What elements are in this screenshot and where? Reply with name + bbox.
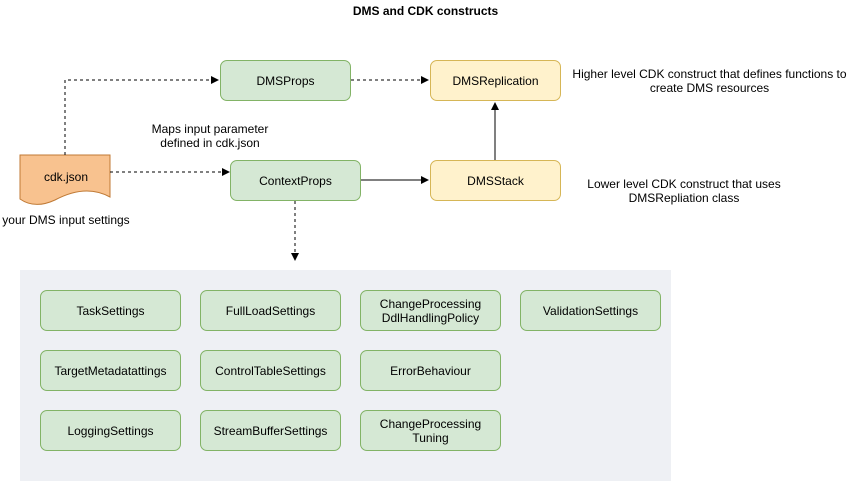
connector-cdk-to-dmsprops xyxy=(64,76,219,155)
cdk-json-document-shape xyxy=(19,154,111,205)
setting-task-settings[interactable]: TaskSettings xyxy=(40,290,181,331)
setting-logging-settings[interactable]: LoggingSettings xyxy=(40,410,181,451)
setting-controltable-settings[interactable]: ControlTableSettings xyxy=(200,350,341,391)
setting-streambuffer-settings[interactable]: StreamBufferSettings xyxy=(200,410,341,451)
maps-input-note: Maps input parameter defined in cdk.json xyxy=(151,122,269,150)
input-settings-note: your DMS input settings xyxy=(2,213,130,227)
setting-changeprocessing-ddl[interactable]: ChangeProcessing DdlHandlingPolicy xyxy=(360,290,501,331)
setting-target-metadata[interactable]: TargetMetadatattings xyxy=(40,350,181,391)
dmsprops-node[interactable]: DMSProps xyxy=(220,60,351,101)
dmsstack-node[interactable]: DMSStack xyxy=(430,160,561,201)
contextprops-node[interactable]: ContextProps xyxy=(230,160,361,201)
higher-level-note: Higher level CDK construct that defines … xyxy=(572,67,847,95)
dmsreplication-node[interactable]: DMSReplication xyxy=(430,60,561,101)
setting-validation-settings[interactable]: ValidationSettings xyxy=(520,290,661,331)
settings-panel: TaskSettings FullLoadSettings ChangeProc… xyxy=(20,270,671,481)
diagram-title: DMS and CDK constructs xyxy=(352,4,499,18)
setting-changeprocessing-tuning[interactable]: ChangeProcessing Tuning xyxy=(360,410,501,451)
setting-fullload-settings[interactable]: FullLoadSettings xyxy=(200,290,341,331)
cdk-json-label: cdk.json xyxy=(43,170,89,184)
setting-error-behaviour[interactable]: ErrorBehaviour xyxy=(360,350,501,391)
lower-level-note: Lower level CDK construct that uses DMSR… xyxy=(587,177,781,205)
